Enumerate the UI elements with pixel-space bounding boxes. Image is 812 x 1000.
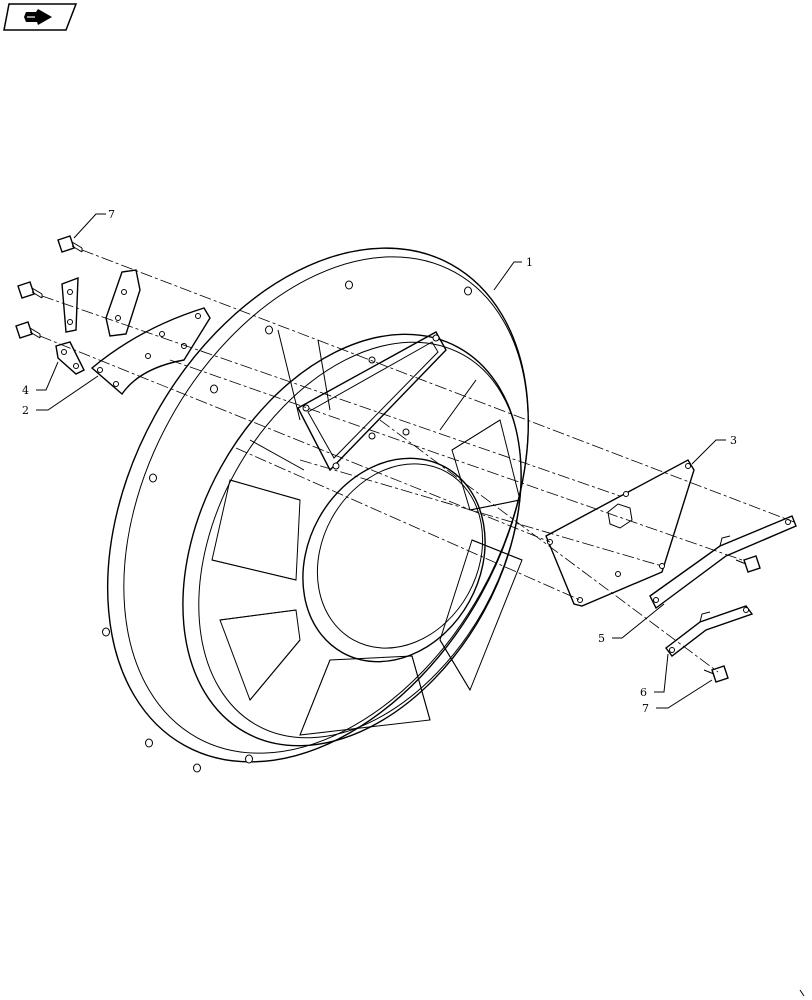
small-plate-lower [55,341,85,375]
callout-4: 4 [22,361,59,397]
callout-7-top: 7 [73,208,115,239]
rim-bolt-holes [102,280,472,773]
flywheel-housing [102,247,530,773]
housing-mount-pad [297,331,447,472]
callout-5: 5 [598,603,665,645]
housing-ribs [211,329,523,736]
callout-7-bottom: 7 [642,679,713,715]
callout-2: 2 [22,375,99,417]
callout-3: 3 [691,434,737,465]
long-strap [649,515,797,610]
bolt-right-upper [735,555,761,573]
callout-4-label: 4 [22,384,29,397]
small-plate-angled [105,269,141,337]
callout-6-label: 6 [640,686,647,699]
callout-2-label: 2 [22,404,29,417]
callout-7-top-label: 7 [108,208,115,221]
callout-7-bottom-label: 7 [642,702,649,715]
assembly-lines [39,249,795,673]
forward-arrow-icon [24,9,52,25]
left-curved-bracket [90,307,211,396]
bolt-right-lower [703,665,729,683]
small-strap [665,605,754,657]
bolt-left-lower [15,321,41,339]
bolt-left-top [57,235,83,253]
callout-5-label: 5 [598,632,605,645]
nav-forward-button[interactable] [3,3,78,31]
right-cover-plate [545,459,695,607]
small-plate-upper [61,276,79,333]
callout-6: 6 [640,653,669,699]
bolt-left-middle [17,281,43,299]
callout-1: 1 [493,256,533,291]
callout-1-label: 1 [526,256,533,269]
callout-3-label: 3 [730,434,737,447]
